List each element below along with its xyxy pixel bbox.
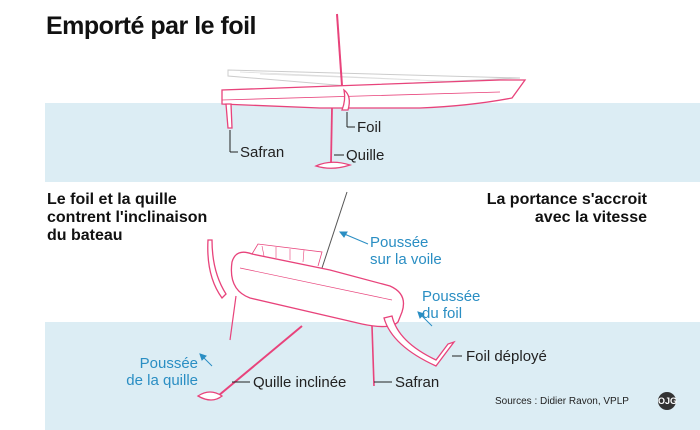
- page-title: Emporté par le foil: [46, 12, 256, 40]
- label-poussee-foil-line: du foil: [422, 305, 463, 322]
- top-keel-bulb: [314, 161, 353, 169]
- right-heading-line: avec la vitesse: [534, 209, 647, 226]
- bottom-keel-fin: [217, 325, 303, 397]
- label-poussee-voile-line: sur la voile: [370, 251, 442, 268]
- label-quille-top: Quille: [346, 147, 385, 164]
- label-poussee-quille: Poussée de la quille: [120, 355, 198, 389]
- label-poussee-voile-line: Poussée: [370, 234, 429, 251]
- water-surface-top: [45, 103, 700, 182]
- label-poussee-quille-line: de la quille: [126, 372, 198, 389]
- bottom-rudder: [371, 325, 375, 387]
- publisher-logo: OJG: [658, 392, 677, 410]
- force-arrows: [199, 231, 433, 367]
- boat-side-view: [221, 13, 527, 169]
- label-quille-inclinee: Quille inclinée: [253, 374, 347, 391]
- right-heading-line: La portance s'accroit: [486, 191, 647, 208]
- left-heading-line: contrent l'inclinaison: [47, 209, 208, 226]
- bottom-mast: [321, 191, 348, 269]
- top-rudder: [225, 103, 233, 129]
- label-foil-top: Foil: [357, 119, 382, 136]
- sail-thrust-arrow: [341, 232, 369, 245]
- boat-front-view: [196, 191, 462, 401]
- label-poussee-quille-line: Poussée: [139, 355, 198, 372]
- top-hull: [221, 79, 527, 109]
- right-heading: La portance s'accroit avec la vitesse: [472, 191, 647, 227]
- bottom-upper-foil: [207, 239, 227, 299]
- left-heading-line: Le foil et la quille: [47, 191, 177, 208]
- top-foil: [341, 88, 350, 111]
- label-safran-bottom: Safran: [395, 374, 440, 391]
- bottom-deployed-foil: [383, 315, 456, 367]
- left-heading: Le foil et la quille contrent l'inclinai…: [47, 191, 207, 245]
- label-poussee-foil: Poussée du foil: [422, 288, 480, 322]
- left-heading-line: du bateau: [47, 227, 123, 244]
- label-safran-top: Safran: [240, 144, 285, 161]
- label-poussee-foil-line: Poussée: [422, 288, 481, 305]
- bottom-keel-bulb: [196, 391, 224, 401]
- label-foil-deploye: Foil déployé: [466, 348, 547, 365]
- top-keel-fin: [330, 107, 333, 164]
- label-poussee-voile: Poussée sur la voile: [370, 234, 442, 268]
- sources-credit: Sources : Didier Ravon, VPLP: [495, 396, 629, 407]
- bottom-hull: [230, 251, 405, 328]
